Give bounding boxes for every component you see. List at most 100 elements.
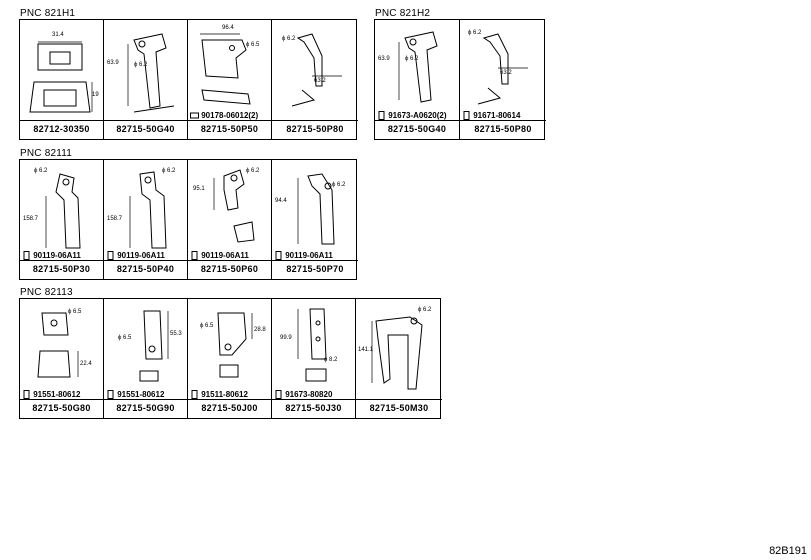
bolt-part-number: 91673-80820	[285, 390, 333, 399]
bracket-drawing	[297, 308, 327, 382]
dimension-label: 94.4	[275, 198, 287, 204]
bolt-callout: 91551-80612	[22, 390, 80, 399]
bracket-drawing	[477, 33, 528, 105]
bolt-part-number: 91551-80612	[33, 390, 81, 399]
dimension-label: ϕ 6.2	[418, 307, 432, 313]
dimension-label: 141.1	[358, 347, 374, 353]
bolt-part-number: 90119-06A11	[117, 251, 165, 260]
part-number: 82715-50P40	[104, 260, 187, 279]
bolt-part-number: 91511-80612	[201, 390, 248, 399]
pnc-label: PNC 82111	[20, 148, 73, 159]
dimension-label: ϕ 6.2	[162, 168, 176, 174]
dimension-label: 63.9	[107, 60, 119, 66]
bolt-part-number: 90178-06012(2)	[201, 111, 259, 120]
dimension-label: ϕ 6.2	[332, 182, 346, 188]
part-number: 82715-50G90	[104, 399, 187, 418]
bolt-icon	[106, 251, 115, 260]
dimension-label: ϕ 6.5	[200, 323, 214, 329]
dimension-label: ϕ 6.2	[405, 56, 419, 62]
part-cell[interactable]: ϕ 6.5 22.4 91551-80612 82715-50G80	[20, 299, 104, 418]
part-number: 82715-50G40	[104, 120, 187, 139]
part-number: 82715-50P80	[272, 120, 358, 139]
dimension-label: 31.4	[52, 32, 64, 38]
part-cell[interactable]: ϕ 6.2 158.7 90119-06A11 82715-50P30	[20, 160, 104, 279]
bracket-drawing	[139, 310, 169, 382]
dimension-label: 28.8	[254, 327, 266, 333]
part-cell[interactable]: ϕ 6.2 158.7 90119-06A11 82715-50P40	[104, 160, 188, 279]
bolt-callout: 90119-06A11	[274, 251, 333, 260]
pnc-label: PNC 821H1	[20, 8, 76, 19]
dimension-label: 95.1	[193, 186, 205, 192]
part-cell[interactable]: ϕ 6.2 63.2 91671-80614 82715-50P80	[460, 20, 546, 139]
part-cell[interactable]: 31.4 19 82712-30350	[20, 20, 104, 139]
bracket-drawing	[291, 33, 342, 107]
part-cell[interactable]: 99.9 ϕ 8.2 91673-80820 82715-50J30	[272, 299, 356, 418]
bracket-drawing	[129, 171, 167, 249]
part-number: 82715-50P80	[460, 120, 546, 139]
bracket-drawing	[29, 41, 93, 113]
bracket-drawing	[217, 312, 253, 378]
bolt-callout: 90119-06A11	[190, 251, 249, 260]
part-number: 82715-50M30	[356, 399, 442, 418]
dimension-label: 99.9	[280, 335, 292, 341]
pnc-label: PNC 82113	[20, 287, 73, 298]
dimension-label: 63.2	[314, 78, 326, 84]
parts-frame-82111: ϕ 6.2 158.7 90119-06A11 82715-50P30 ϕ 6.…	[19, 159, 358, 280]
pnc-label: PNC 821H2	[375, 8, 431, 19]
bolt-part-number: 90119-06A11	[285, 251, 333, 260]
dimension-label: 22.4	[80, 361, 92, 367]
part-number: 82715-50J00	[188, 399, 271, 418]
part-number: 82712-30350	[20, 120, 103, 139]
bolt-callout: 91671-80614	[462, 111, 520, 120]
bolt-callout: 91673-A0620(2)	[377, 111, 447, 120]
parts-frame-821H1: 31.4 19 82712-30350 63.9 ϕ 6.2 82715-50G…	[19, 19, 358, 140]
bolt-callout: 91511-80612	[190, 390, 248, 399]
part-number: 82715-50P70	[272, 260, 358, 279]
bolt-icon	[22, 251, 31, 260]
part-cell[interactable]: 63.9 ϕ 6.2 82715-50G40	[104, 20, 188, 139]
dimension-label: 55.3	[170, 331, 182, 337]
dimension-label: ϕ 8.2	[324, 357, 338, 363]
bolt-callout: 90178-06012(2)	[190, 111, 258, 120]
part-cell[interactable]: 63.9 ϕ 6.2 91673-A0620(2) 82715-50G40	[375, 20, 460, 139]
bolt-icon	[190, 390, 199, 399]
dimension-label: ϕ 6.5	[68, 309, 82, 315]
part-cell[interactable]: 96.4 ϕ 6.5 90178-06012(2) 82715-50P50	[188, 20, 272, 139]
part-cell[interactable]: ϕ 6.2 63.2 82715-50P80	[272, 20, 358, 139]
bolt-icon	[106, 390, 115, 399]
bolt-part-number: 91671-80614	[473, 111, 521, 120]
bolt-part-number: 90119-06A11	[33, 251, 81, 260]
part-cell[interactable]: ϕ 6.2 95.1 90119-06A11 82715-50P60	[188, 160, 272, 279]
part-number: 82715-50G40	[375, 120, 459, 139]
bolt-icon	[462, 111, 471, 120]
bolt-icon	[274, 390, 283, 399]
bolt-part-number: 91551-80612	[117, 390, 165, 399]
bolt-callout: 90119-06A11	[106, 251, 165, 260]
dimension-label: ϕ 6.2	[468, 30, 482, 36]
bolt-icon	[274, 251, 283, 260]
bracket-drawing	[45, 173, 81, 249]
part-cell[interactable]: 141.1 ϕ 6.2 82715-50M30	[356, 299, 442, 418]
dimension-label: 63.9	[378, 56, 390, 62]
dimension-label: 158.7	[107, 216, 123, 222]
bracket-drawing	[398, 31, 438, 103]
parts-frame-821H2: 63.9 ϕ 6.2 91673-A0620(2) 82715-50G40 ϕ …	[374, 19, 546, 140]
bolt-icon	[22, 390, 31, 399]
dimension-label: ϕ 6.2	[34, 168, 48, 174]
bolt-callout: 90119-06A11	[22, 251, 81, 260]
dimension-label: ϕ 6.5	[246, 42, 260, 48]
dimension-label: ϕ 6.2	[246, 168, 260, 174]
part-cell[interactable]: ϕ 6.5 28.8 91511-80612 82715-50J00	[188, 299, 272, 418]
part-number: 82715-50P60	[188, 260, 271, 279]
bracket-drawing	[37, 312, 79, 378]
bracket-drawing	[371, 316, 423, 390]
bolt-callout: 91551-80612	[106, 390, 164, 399]
bolt-part-number: 91673-A0620(2)	[388, 111, 447, 120]
part-cell[interactable]: ϕ 6.5 55.3 91551-80612 82715-50G90	[104, 299, 188, 418]
dimension-label: ϕ 6.2	[134, 62, 148, 68]
bracket-drawing	[297, 173, 335, 245]
part-cell[interactable]: ϕ 6.2 94.4 90119-06A11 82715-50P70	[272, 160, 358, 279]
part-number: 82715-50G80	[20, 399, 103, 418]
dimension-label: 19	[92, 92, 99, 98]
